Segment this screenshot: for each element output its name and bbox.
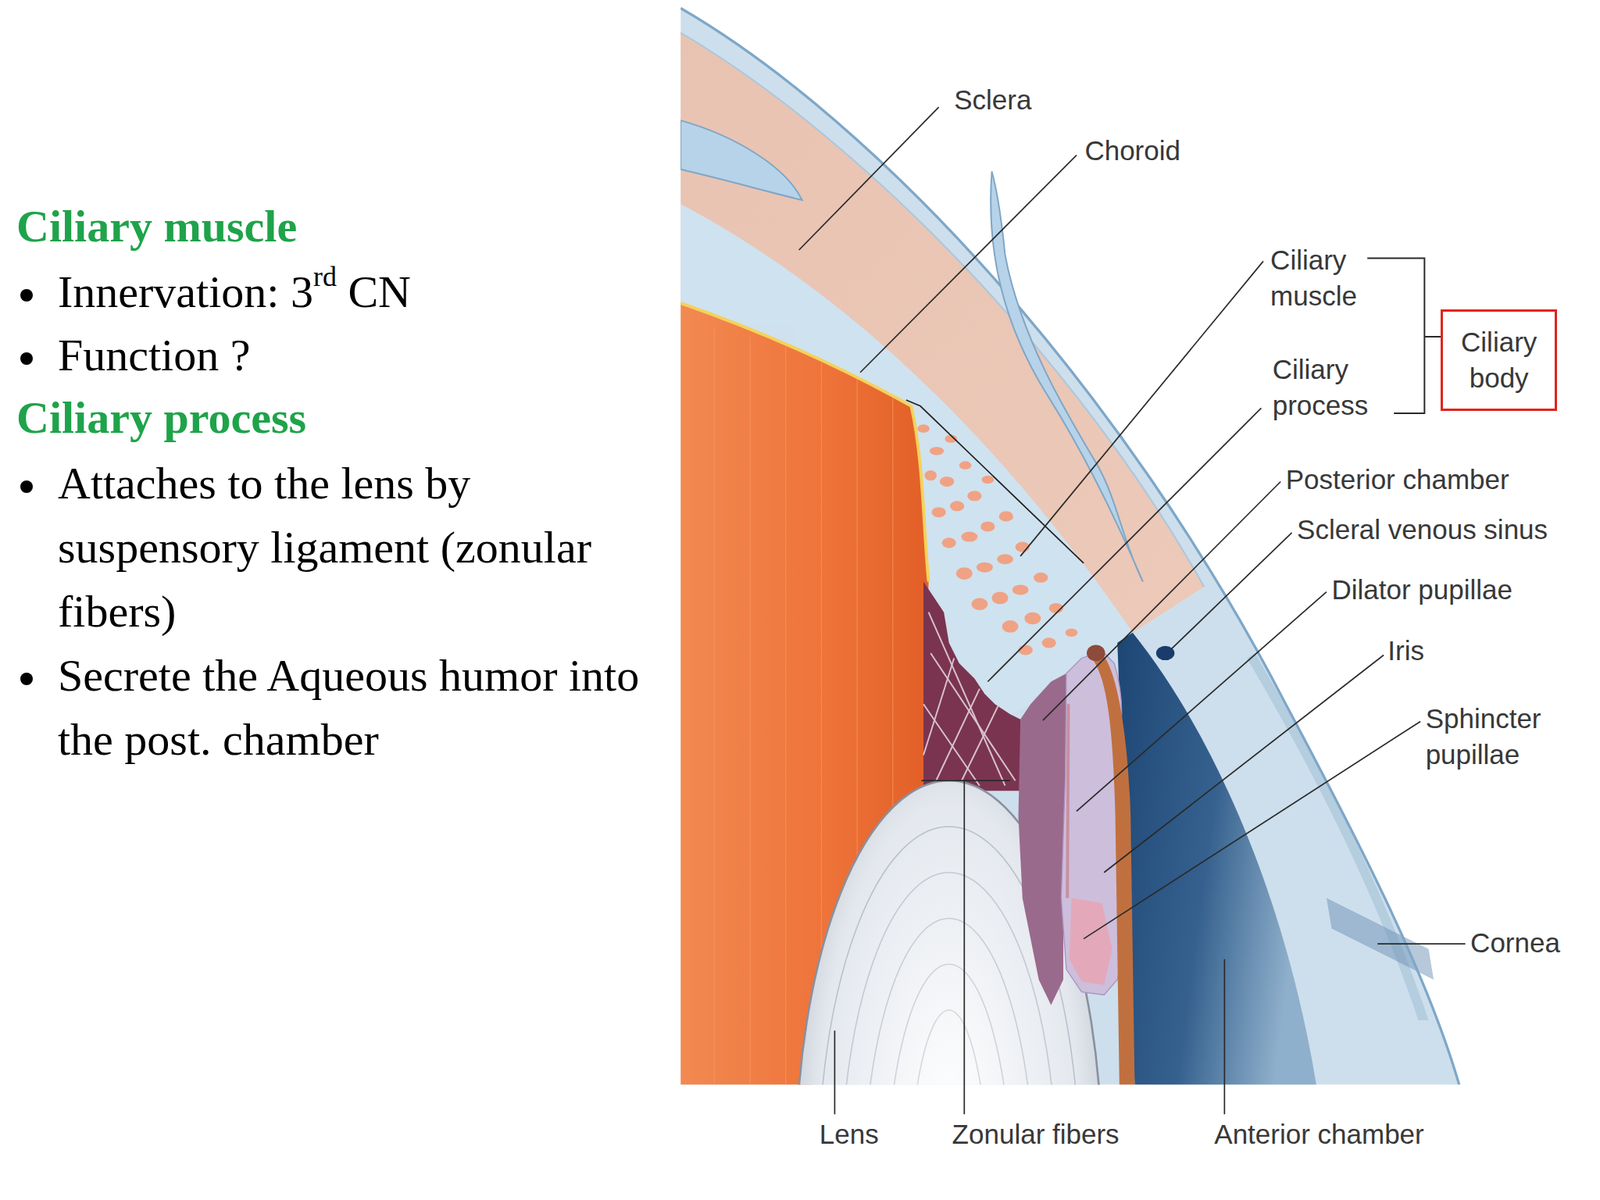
anatomy-label: Anterior chamber (1214, 1116, 1424, 1153)
sphincter-shape (1069, 897, 1113, 985)
ordinal-superscript: rd (313, 260, 337, 293)
anatomy-label: Iris (1387, 632, 1425, 669)
anatomy-label: Choroid (1084, 132, 1181, 169)
bullet-text: Innervation: 3rd CN (57, 260, 675, 325)
anatomy-label: Sclera (953, 82, 1032, 118)
anatomy-label: Sphincter pupillae (1425, 700, 1564, 773)
bullet-dots (20, 289, 33, 686)
anatomy-label: Ciliary muscle (1270, 242, 1383, 315)
retina-edge (680, 303, 929, 583)
bullet-text: Attaches to the lens by suspensory ligam… (57, 451, 675, 644)
anatomy-label: Posterior chamber (1285, 461, 1510, 498)
group-bracket (1367, 257, 1441, 414)
bullet-text: Function ? (57, 323, 675, 388)
text-run: Innervation: 3 (57, 266, 314, 318)
anterior-chamber-region (1117, 632, 1317, 1086)
anatomy-label: Scleral venous sinus (1296, 511, 1548, 548)
bullet-text: Secrete the Aqueous humor into the post.… (57, 643, 675, 772)
anatomy-label: Cornea (1470, 925, 1561, 961)
bullet-dot (20, 672, 33, 686)
outer-surface (680, 7, 1460, 1085)
leader-lines (799, 107, 1466, 1115)
tendon-shape (680, 120, 802, 200)
bullet-dot (20, 480, 33, 493)
extent-bracket (906, 400, 1084, 564)
dilator-shape (1067, 703, 1068, 898)
anatomy-label: Dilator pupillae (1331, 571, 1513, 608)
anatomy-label: Ciliary process (1272, 351, 1390, 424)
tendon-shape (990, 171, 1143, 582)
iris-root (1086, 644, 1106, 661)
anatomy-label: Zonular fibers (952, 1116, 1120, 1153)
cornea-base (680, 7, 1460, 1085)
bullet-dot (20, 289, 33, 302)
bullet-dot (20, 352, 33, 365)
sclera-surface (680, 32, 1204, 587)
zonular-fibre-lines (923, 612, 1016, 786)
anatomy-label: Lens (819, 1116, 879, 1153)
section-heading: Ciliary muscle (16, 194, 297, 259)
posterior-chamber-region (1018, 673, 1070, 1005)
box-label: Ciliary body (1447, 324, 1550, 397)
highlight-box: Ciliary body (1440, 309, 1558, 412)
section-heading: Ciliary process (16, 385, 307, 450)
zonule-region (923, 581, 1021, 791)
text-run: CN (336, 266, 411, 318)
cornea-shading (1246, 653, 1429, 1021)
iris-border-strip (1093, 653, 1135, 1085)
cornea-shading (1326, 897, 1434, 979)
